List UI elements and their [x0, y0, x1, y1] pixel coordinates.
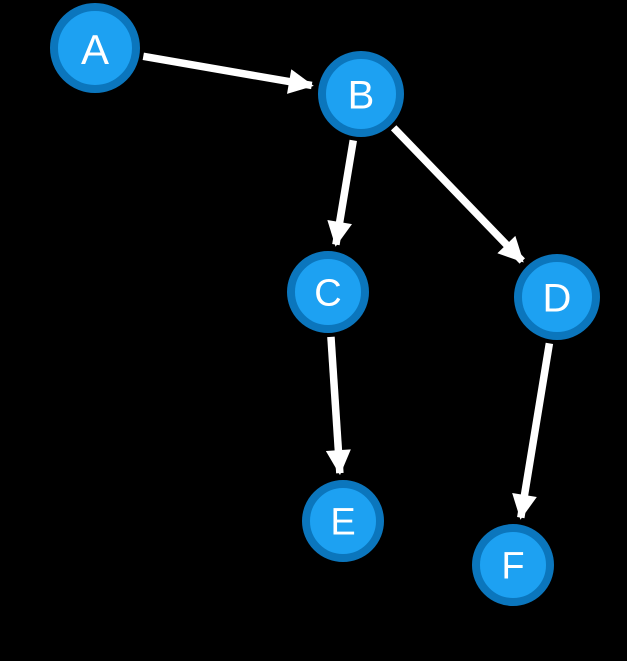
node-D[interactable]: D	[514, 254, 600, 340]
node-circle[interactable]	[287, 251, 369, 333]
edge-B-D	[390, 125, 525, 264]
edges-layer	[142, 52, 554, 520]
nodes-layer: A B C D E F	[50, 3, 600, 606]
node-circle[interactable]	[514, 254, 600, 340]
node-circle[interactable]	[318, 51, 404, 137]
node-E[interactable]: E	[302, 480, 384, 562]
node-B[interactable]: B	[318, 51, 404, 137]
node-circle[interactable]	[472, 524, 554, 606]
edge-D-F	[512, 342, 554, 520]
edge-C-E	[325, 336, 351, 476]
edge-A-B	[142, 52, 314, 94]
edge-B-C	[327, 139, 357, 247]
node-A[interactable]: A	[50, 3, 140, 93]
node-F[interactable]: F	[472, 524, 554, 606]
node-circle[interactable]	[302, 480, 384, 562]
node-circle[interactable]	[50, 3, 140, 93]
node-C[interactable]: C	[287, 251, 369, 333]
